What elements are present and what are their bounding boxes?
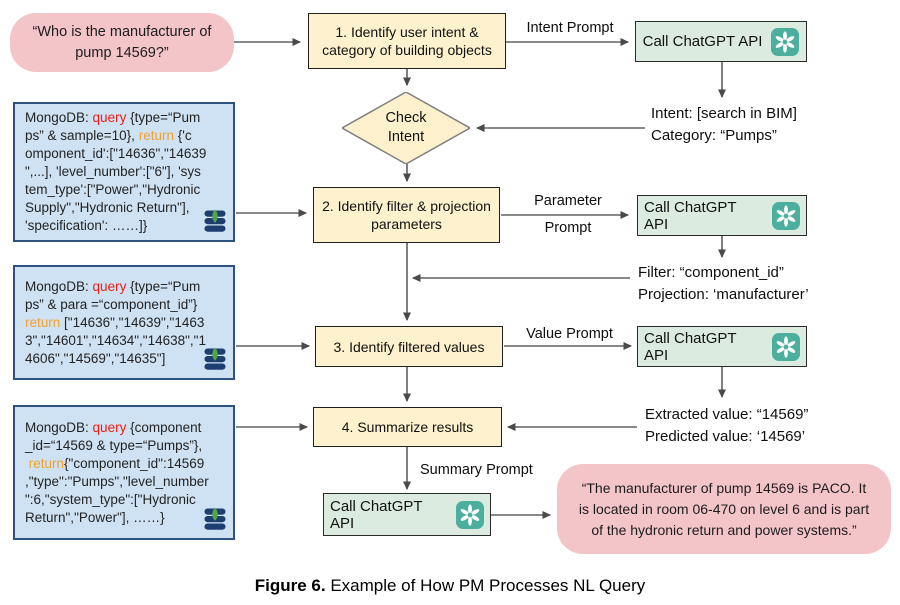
value-annotation: Extracted value: “14569”Predicted value:…	[645, 406, 809, 445]
mongodb-icon-2	[202, 346, 894, 599]
chatgpt-box-3-label: Call ChatGPT API	[644, 329, 737, 364]
diamond-shape	[342, 92, 470, 164]
openai-icon	[772, 332, 800, 361]
check-intent-label: Check Intent	[385, 110, 427, 145]
step2-box: 2. Identify filter & projection paramete…	[313, 187, 500, 243]
intent-annotation: Intent: [search in BIM]Category: “Pumps”	[651, 105, 797, 144]
mongodb-box-3: MongoDB: query {component_id=“14569 & ty…	[13, 405, 235, 540]
step1-box: 1. Identify user intent & category of bu…	[308, 13, 506, 69]
check-intent-diamond: Check Intent	[342, 92, 470, 164]
parameter-prompt-label-line1: Parameter	[534, 193, 602, 209]
mongodb-icon-3	[202, 506, 894, 599]
chatgpt-box-4-label: Call ChatGPT API	[330, 497, 423, 532]
figure-caption-number: Figure 6.	[254, 576, 326, 595]
step3-box: 3. Identify filtered values	[315, 326, 503, 367]
intent-prompt-label: Intent Prompt	[526, 20, 614, 36]
openai-icon	[772, 201, 800, 230]
figure-caption: Figure 6. Example of How PM Processes NL…	[0, 576, 900, 596]
answer-bubble: “The manufacturer of pump 14569 is PACO.…	[557, 464, 891, 554]
parameter-prompt-label-line2: Prompt	[544, 220, 592, 236]
filter-annotation: Filter: “component_id”Projection: ‘manuf…	[638, 264, 809, 303]
chatgpt-box-3: Call ChatGPT API	[637, 326, 807, 367]
chatgpt-box-2-label: Call ChatGPT API	[644, 198, 737, 233]
chatgpt-box-1: Call ChatGPT API	[635, 21, 807, 62]
chatgpt-box-2: Call ChatGPT API	[637, 195, 807, 236]
chatgpt-box-1-label: Call ChatGPT API	[642, 33, 763, 50]
openai-icon	[456, 500, 484, 529]
value-prompt-label: Value Prompt	[526, 326, 613, 342]
mongodb-icon-1	[202, 208, 894, 599]
summary-prompt-label: Summary Prompt	[420, 462, 533, 478]
chatgpt-box-4: Call ChatGPT API	[323, 493, 491, 536]
figure-caption-text: Example of How PM Processes NL Query	[325, 576, 646, 595]
openai-icon	[771, 27, 800, 56]
step4-box: 4. Summarize results	[313, 407, 502, 447]
